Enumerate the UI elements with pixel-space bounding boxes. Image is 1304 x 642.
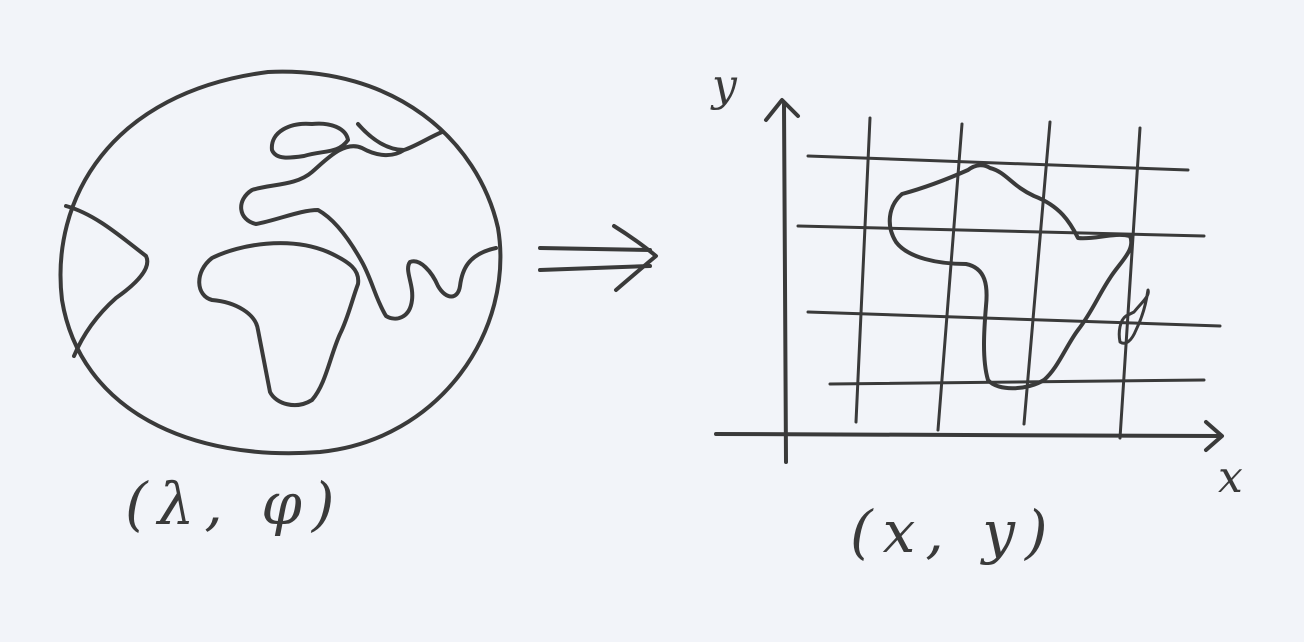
map-africa (887, 163, 1150, 391)
x-axis-arrowhead (1204, 420, 1224, 452)
globe-eurasia (239, 122, 498, 321)
x-axis-label: x (1218, 452, 1243, 503)
globe-left-continent (64, 204, 150, 358)
y-axis-label: y (712, 60, 737, 111)
map-grid (796, 116, 1222, 440)
projection-arrow (538, 224, 658, 292)
globe (58, 69, 503, 456)
globe-coordinates-label: (λ, φ) (125, 470, 345, 538)
globe-europe-island (269, 121, 350, 160)
globe-outline (58, 69, 503, 456)
plane-coordinates-label: (x, y) (850, 498, 1058, 566)
y-axis (782, 102, 788, 464)
y-axis-arrowhead (764, 98, 800, 122)
map-axes (714, 98, 1224, 464)
projected-madagascar (1117, 288, 1150, 345)
globe-africa (197, 241, 361, 408)
projected-africa (887, 163, 1134, 391)
x-axis (714, 432, 1222, 438)
